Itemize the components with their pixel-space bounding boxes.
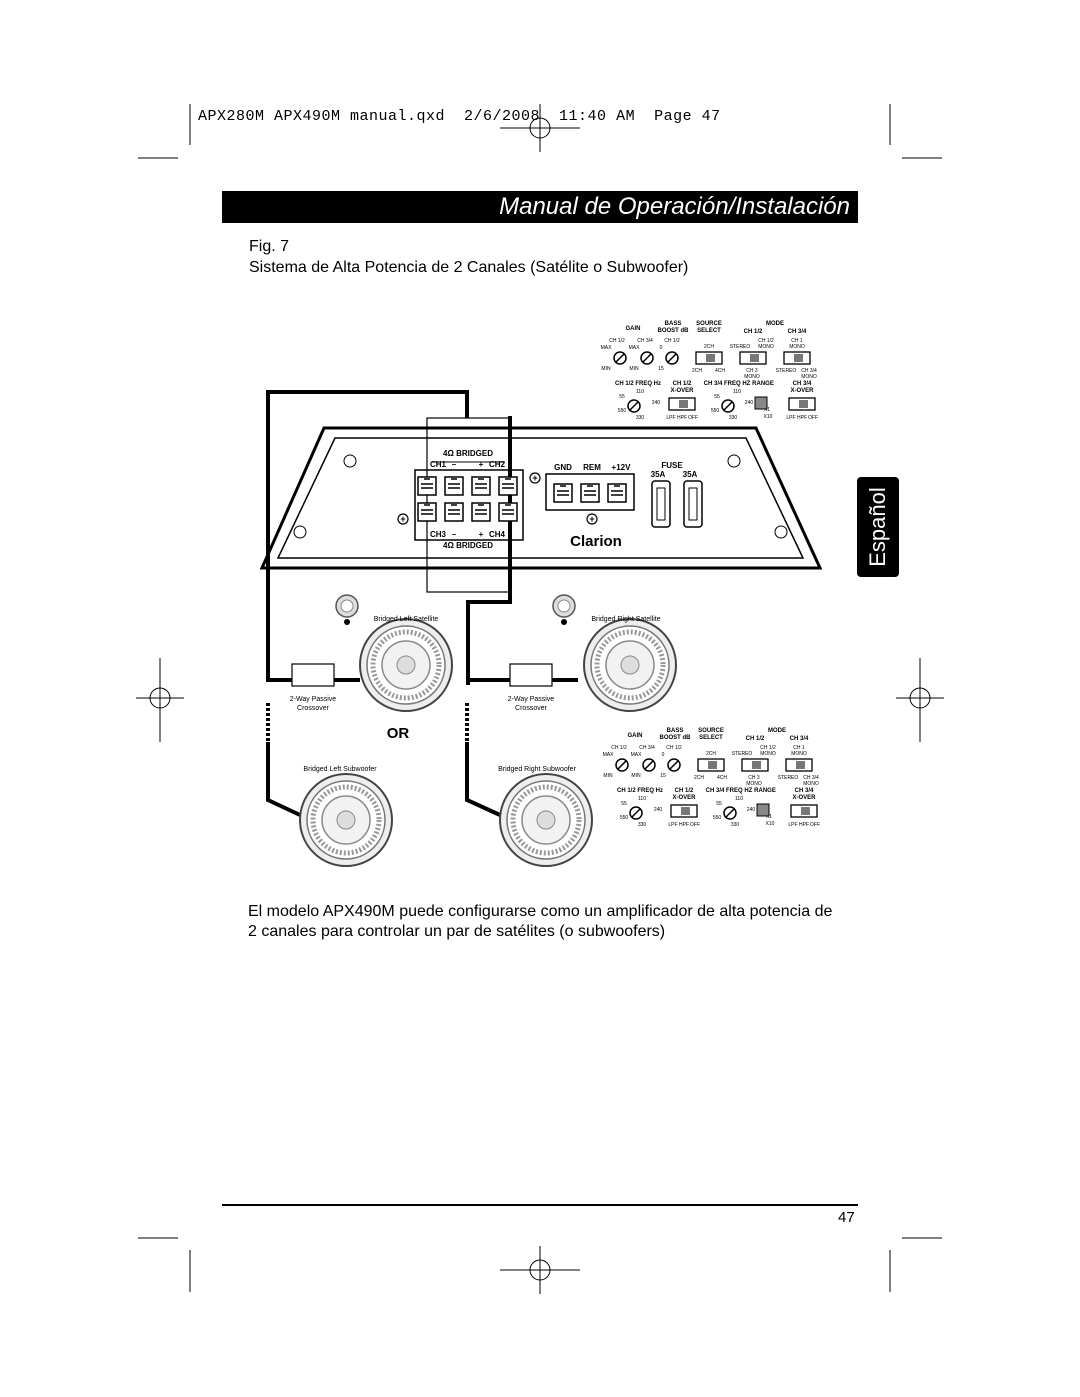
- cp-2ch-b: 2CH: [692, 368, 702, 374]
- cp-min-1: MIN: [601, 366, 611, 372]
- label-left-subwoofer: Bridged Left Subwoofer: [303, 766, 377, 773]
- amp-12v: +12V: [612, 463, 632, 472]
- label-left-satellite: Bridged Left Satellite: [374, 616, 439, 623]
- cp-55-a: 55: [619, 394, 625, 400]
- cp-ch12-a: CH 1/2: [744, 329, 763, 335]
- amp-ch4-plus: +: [479, 530, 484, 539]
- cp-ch12-xover2: X-OVER: [670, 388, 694, 394]
- amp-fuse: FUSE: [661, 461, 683, 470]
- cp-mono-1: MONO: [758, 344, 774, 350]
- cp-x10: X10: [764, 414, 773, 420]
- cp-ch34-a: CH 3/4: [788, 329, 807, 335]
- amp-rem: REM: [583, 463, 601, 472]
- cp-2ch: 2CH: [704, 344, 714, 350]
- cp-range: RANGE: [752, 381, 774, 387]
- cp-lpf-a: LPF: [666, 415, 675, 421]
- cp-ch12-freq: CH 1/2 FREQ Hz: [615, 381, 661, 387]
- cp-bass: BASS: [665, 321, 682, 327]
- cp-ch34-freq: CH 3/4 FREQ HZ: [704, 381, 751, 387]
- or-label: OR: [387, 725, 410, 742]
- page-number: 47: [838, 1209, 855, 1226]
- label-crossover-right-1: 2-Way Passive: [508, 696, 555, 703]
- language-tab: Español: [857, 477, 899, 577]
- cp-zero: 0: [660, 345, 663, 351]
- cp-off-b: OFF: [808, 415, 818, 421]
- header-banner: Manual de Operación/Instalación: [222, 191, 858, 223]
- label-right-satellite: Bridged Right Satellite: [591, 616, 660, 623]
- amp-ch2: CH2: [489, 460, 506, 469]
- cp-boost: BOOST dB: [658, 328, 690, 334]
- print-slug: APX280M APX490M manual.qxd 2/6/2008 11:4…: [198, 108, 721, 125]
- body-paragraph: El modelo APX490M puede configurarse com…: [248, 903, 833, 940]
- cp-stereo-2: STEREO: [776, 368, 797, 374]
- cp-240-b: 240: [745, 400, 754, 406]
- cp-330-b: 330: [729, 415, 738, 421]
- cp-55-b: 55: [714, 394, 720, 400]
- svg-text:+: +: [589, 514, 594, 524]
- cp-mode: MODE: [766, 321, 784, 327]
- cp-ch34-xover1: CH 3/4: [793, 381, 812, 387]
- amp-ch4: CH4: [489, 530, 506, 539]
- amp-gnd: GND: [554, 463, 572, 472]
- cp-ch1: CH 1: [791, 338, 803, 344]
- cp-stereo-1: STEREO: [730, 344, 751, 350]
- cp-lpf-b: LPF: [786, 415, 795, 421]
- cp-ch3-mono: MONO: [744, 374, 760, 380]
- cp-gain: GAIN: [626, 326, 641, 332]
- amp-ch2-plus: +: [479, 460, 484, 469]
- figure-caption: Sistema de Alta Potencia de 2 Canales (S…: [249, 259, 689, 276]
- amp-fuse2: 35A: [683, 470, 698, 479]
- amp-ch1-minus: –: [452, 460, 457, 469]
- cp-ch34-xover2: X-OVER: [790, 388, 814, 394]
- cp-240-a: 240: [652, 400, 661, 406]
- cp-gain-ch12: CH 1/2: [609, 338, 625, 344]
- cp-mono-2: MONO: [801, 374, 817, 380]
- label-crossover-left-1: 2-Way Passive: [290, 696, 337, 703]
- cp-select: SELECT: [697, 328, 721, 334]
- cp-gain-ch34: CH 3/4: [637, 338, 653, 344]
- cp-min-2: MIN: [629, 366, 639, 372]
- cp-ch12-mono: CH 1/2: [758, 338, 774, 344]
- amp-ch3: CH3: [430, 530, 447, 539]
- cp-4ch: 4CH: [715, 368, 725, 374]
- cp-hpf-b: HPF: [797, 415, 807, 421]
- amp-ch1: CH1: [430, 460, 447, 469]
- cp-fifteen: 15: [658, 366, 664, 372]
- amp-bridged-bottom: 4Ω BRIDGED: [443, 541, 493, 550]
- amp-brand-logo: Clarion: [570, 533, 622, 550]
- label-crossover-right-2: Crossover: [515, 705, 548, 712]
- label-right-subwoofer: Bridged Right Subwoofer: [498, 766, 576, 773]
- cp-330-a: 330: [636, 415, 645, 421]
- footer-rule: [222, 1204, 858, 1206]
- cp-off-a: OFF: [688, 415, 698, 421]
- control-panel-top: BASS BOOST dB SOURCE SELECT GAIN MODE CH…: [601, 321, 818, 421]
- cp-110-a: 110: [636, 389, 644, 395]
- cp-ch12-xover1: CH 1/2: [673, 381, 692, 387]
- svg-text:+: +: [400, 514, 405, 524]
- figure-number: Fig. 7: [249, 238, 290, 255]
- amp-bridged-top: 4Ω BRIDGED: [443, 449, 493, 458]
- amp-fuse1: 35A: [651, 470, 666, 479]
- cp-550-b: 550: [711, 408, 720, 414]
- cp-110-b: 110: [733, 389, 741, 395]
- cp-hpf-a: HPF: [677, 415, 687, 421]
- cp-max-2: MAX: [629, 345, 641, 351]
- amp-ch3-minus: –: [452, 530, 457, 539]
- cp-ch34-mono: CH 3/4: [801, 368, 817, 374]
- cp-source: SOURCE: [696, 321, 722, 327]
- cp-ch1-mono: MONO: [789, 344, 805, 350]
- cp-550-a: 550: [618, 408, 627, 414]
- svg-text:+: +: [532, 473, 537, 483]
- cp-bass-ch12: CH 1/2: [664, 338, 680, 344]
- cp-x1: X1: [764, 407, 770, 413]
- cp-ch3: CH 3: [746, 368, 758, 374]
- label-crossover-left-2: Crossover: [297, 705, 330, 712]
- cp-max-1: MAX: [601, 345, 613, 351]
- banner-title: Manual de Operación/Instalación: [499, 193, 850, 220]
